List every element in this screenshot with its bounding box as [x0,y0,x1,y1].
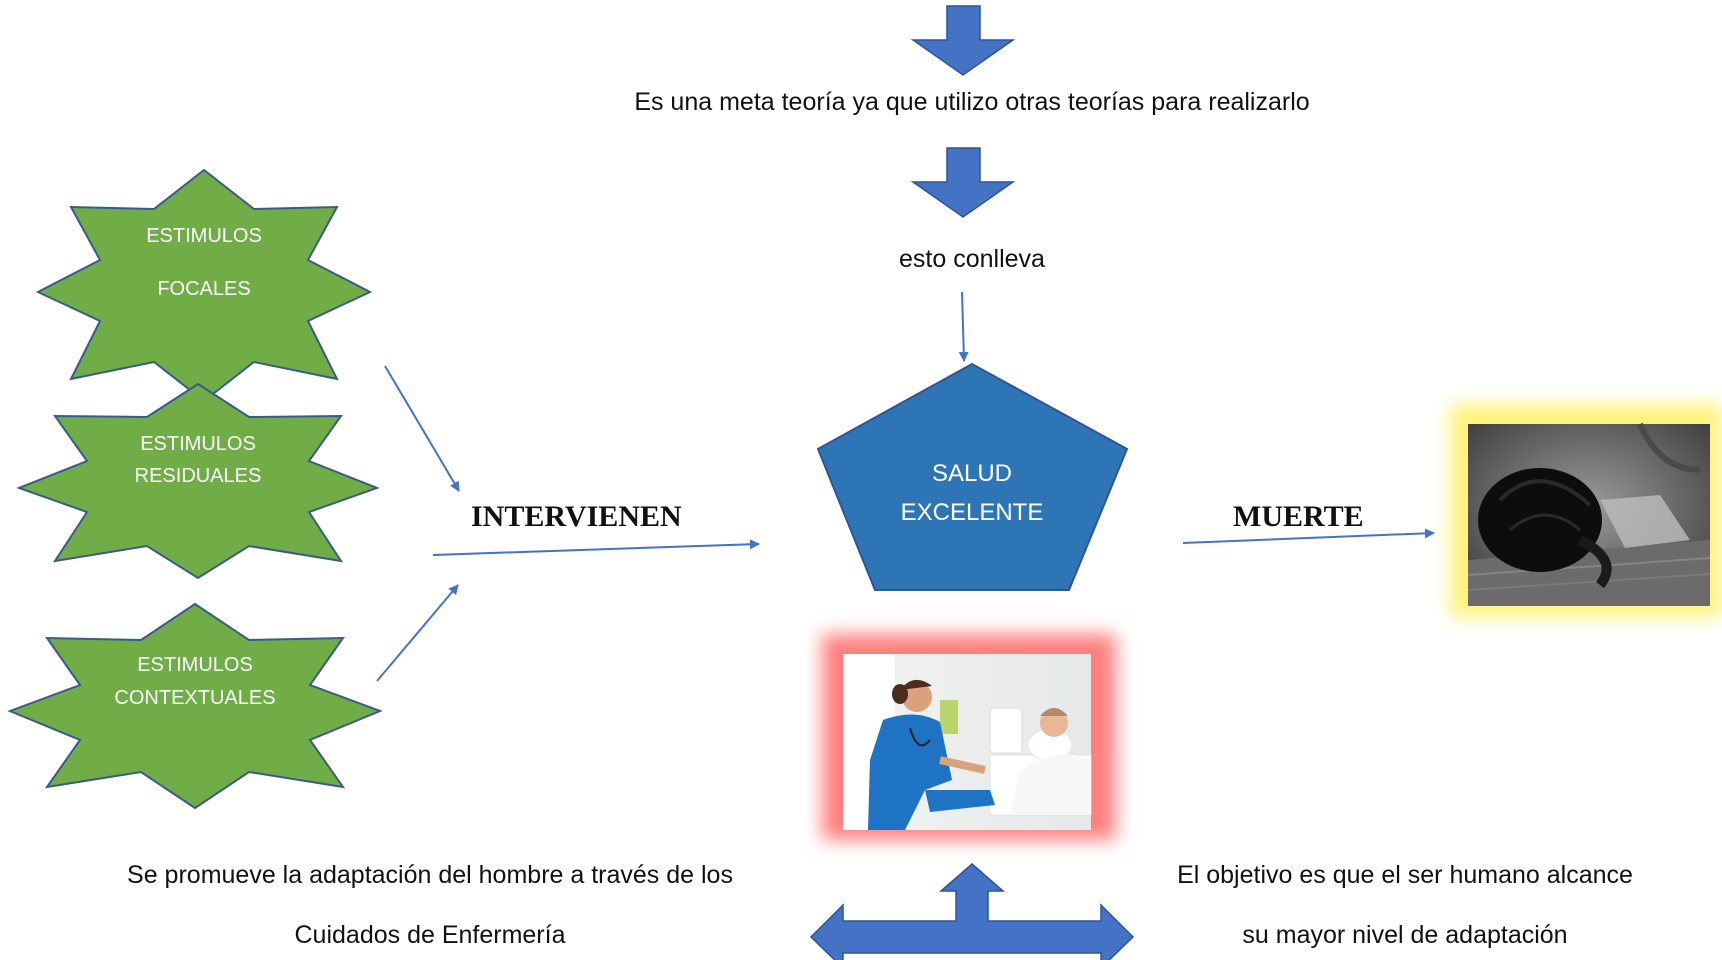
bottom-right-line1: El objetivo es que el ser humano alcance [1177,861,1633,889]
arrow-contextuales [376,584,459,682]
three-way-arrow [809,863,1135,960]
arrow-focales [384,365,460,492]
muerte-label: MUERTE [1233,500,1364,533]
star-residuales-label-1: ESTIMULOS [140,433,256,455]
middle-text: esto conlleva [899,245,1045,273]
intervienen-label: INTERVIENEN [471,500,682,533]
star-contextuales-label-2: CONTEXTUALES [114,687,276,709]
star-residuales-label-2: RESIDUALES [134,465,262,487]
pentagon-label-2: EXCELENTE [900,499,1044,526]
star-residuales [16,382,380,580]
star-contextuales [7,602,383,810]
pentagon-label-1: SALUD [931,460,1013,487]
top-down-arrow [910,5,1016,76]
conlleva-arrow [958,291,969,362]
star-contextuales-label-1: ESTIMULOS [137,654,253,676]
star-focales-label-2: FOCALES [157,278,251,300]
bottom-right-line2: su mayor nivel de adaptación [1242,921,1568,949]
bottom-left-line1: Se promueve la adaptación del hombre a t… [127,861,733,889]
star-focales-label-1: ESTIMULOS [146,225,262,247]
top-text: Es una meta teoría ya que utilizo otras … [634,88,1310,116]
rose-photo [1467,422,1711,606]
arrow-intervienen [432,539,760,556]
nurse-photo [843,654,1092,830]
bottom-left-line2: Cuidados de Enfermería [294,921,566,949]
middle-down-arrow [910,147,1016,218]
arrow-muerte [1182,528,1435,544]
pentagon-salud [816,362,1129,591]
